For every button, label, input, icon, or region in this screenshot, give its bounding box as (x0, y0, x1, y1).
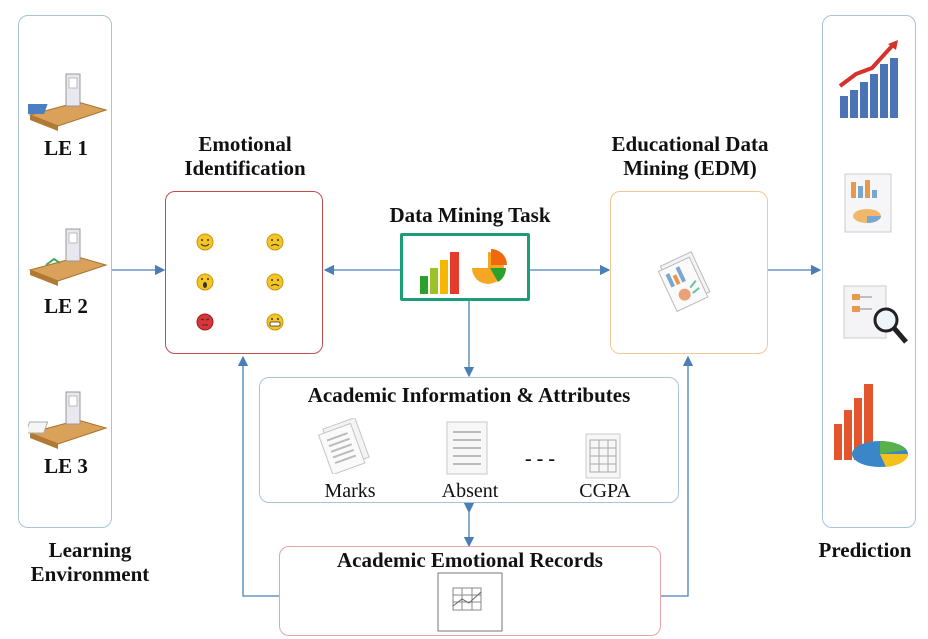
le2-label: LE 2 (44, 294, 88, 318)
grinning-face-icon (266, 313, 284, 331)
emotional-identification-panel (165, 191, 323, 354)
angry-face-icon (196, 313, 214, 331)
worried-face-icon (266, 273, 284, 291)
absent-document-icon (445, 420, 491, 481)
desk-icon (21, 70, 108, 137)
le1-label: LE 1 (44, 136, 88, 160)
bar-and-pie-chart-icon (418, 246, 518, 301)
desk-icon (28, 225, 108, 292)
data-mining-task-title: Data Mining Task (389, 203, 551, 227)
happy-face-icon (196, 233, 214, 251)
cgpa-label: CGPA (579, 480, 631, 502)
cgpa-spreadsheet-icon (584, 432, 624, 485)
marks-sheets-icon (312, 416, 382, 479)
emoji-grid (195, 232, 295, 337)
surprised-face-icon (196, 273, 214, 291)
records-chart-icon (437, 572, 503, 637)
analysis-magnifier-icon (842, 282, 912, 353)
prediction-title: Prediction (818, 538, 912, 562)
bar-pie-3d-icon (830, 380, 914, 481)
emotional-identification-title: Emotional Identification (184, 132, 306, 181)
ellipsis: - - - (525, 448, 555, 470)
report-chart-icon (843, 172, 897, 241)
absent-label: Absent (441, 480, 499, 502)
learning-environment-title: Learning Environment (30, 538, 150, 587)
desk-icon (24, 388, 108, 455)
academic-emotional-records-title: Academic Emotional Records (337, 548, 603, 572)
edm-title: Educational Data Mining (EDM) (611, 132, 769, 181)
marks-label: Marks (324, 480, 376, 502)
sad-face-icon (266, 233, 284, 251)
growth-chart-icon (838, 38, 900, 135)
reports-icon (655, 245, 725, 320)
academic-information-title: Academic Information & Attributes (307, 383, 631, 407)
le3-label: LE 3 (44, 454, 88, 478)
